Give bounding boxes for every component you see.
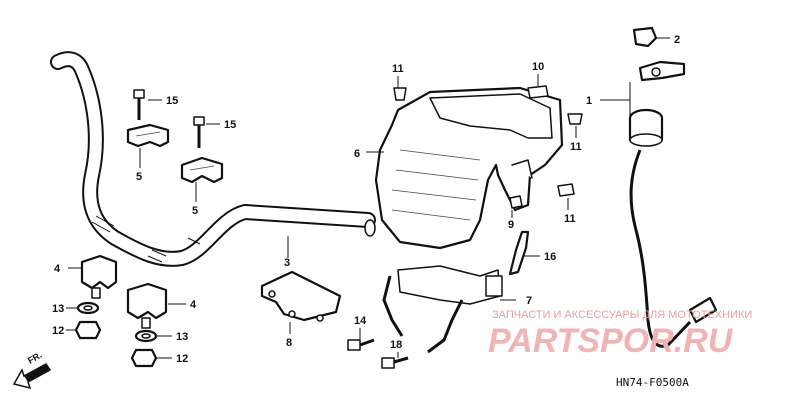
washer-13-a (76, 301, 100, 315)
lower-holder-right (126, 282, 168, 329)
bolt-14 (347, 338, 375, 351)
callout-5-lower: 5 (192, 205, 198, 217)
callout-12-a: 12 (52, 325, 64, 337)
nut-12-b (130, 348, 158, 368)
stay-7 (382, 265, 503, 354)
callout-6: 6 (354, 148, 360, 160)
lower-holder-left (80, 254, 118, 299)
screw-11-a (393, 87, 407, 101)
callout-2: 2 (674, 34, 680, 46)
watermark: ЗАПЧАСТИ И АКСЕССУАРЫ ДЛЯ МОТОТЕХНИКИ PA… (488, 309, 752, 360)
callout-4-right: 4 (190, 299, 197, 311)
callout-4-left: 4 (54, 263, 61, 275)
screw-11-b (567, 113, 583, 125)
screw-11-c (557, 183, 575, 197)
upper-holder-right (180, 156, 224, 184)
grommet-10 (527, 85, 549, 99)
callout-16: 16 (544, 251, 556, 263)
key-set (638, 60, 686, 82)
bracket-8 (260, 270, 342, 322)
callout-7: 7 (526, 295, 532, 307)
callout-8: 8 (286, 337, 292, 349)
washer-13-b (134, 329, 158, 343)
callout-3: 3 (284, 257, 290, 269)
callout-14: 14 (354, 315, 367, 327)
handlebar-cover (374, 86, 564, 250)
handlebar (50, 51, 376, 267)
callout-13-a: 13 (52, 303, 64, 315)
callout-11-b: 11 (570, 141, 582, 153)
bolt-15-a (133, 89, 145, 120)
callout-9: 9 (508, 219, 514, 231)
clip-9 (509, 195, 523, 209)
drawing-code: HN74-F0500A (616, 376, 689, 389)
callout-15-b: 15 (224, 119, 236, 131)
upper-holder-left (126, 123, 170, 148)
callout-5-upper: 5 (136, 171, 142, 183)
tube-16 (508, 230, 530, 276)
watermark-subtitle: ЗАПЧАСТИ И АКСЕССУАРЫ ДЛЯ МОТОТЕХНИКИ (492, 309, 752, 321)
watermark-brand: PARTSPOR.RU (488, 322, 734, 360)
bolt-15-b (193, 116, 205, 148)
nut-12-a (74, 320, 102, 340)
main-switch-1 (628, 108, 718, 348)
callout-11-a: 11 (392, 63, 404, 75)
bolt-18 (381, 356, 409, 369)
callout-10: 10 (532, 61, 544, 73)
callout-12-b: 12 (176, 353, 188, 365)
callout-labels: 1 2 3 4 4 5 5 6 7 8 9 10 11 11 11 12 12 … (52, 34, 680, 365)
front-direction-arrow: FR. (12, 350, 52, 390)
callout-18: 18 (390, 339, 402, 351)
callout-13-b: 13 (176, 331, 188, 343)
callout-15-a: 15 (166, 95, 178, 107)
front-direction-label: FR. (26, 350, 44, 366)
callout-11-c: 11 (564, 213, 576, 225)
key-2 (632, 26, 658, 48)
leader-lines (66, 37, 670, 359)
callout-1: 1 (586, 95, 592, 107)
